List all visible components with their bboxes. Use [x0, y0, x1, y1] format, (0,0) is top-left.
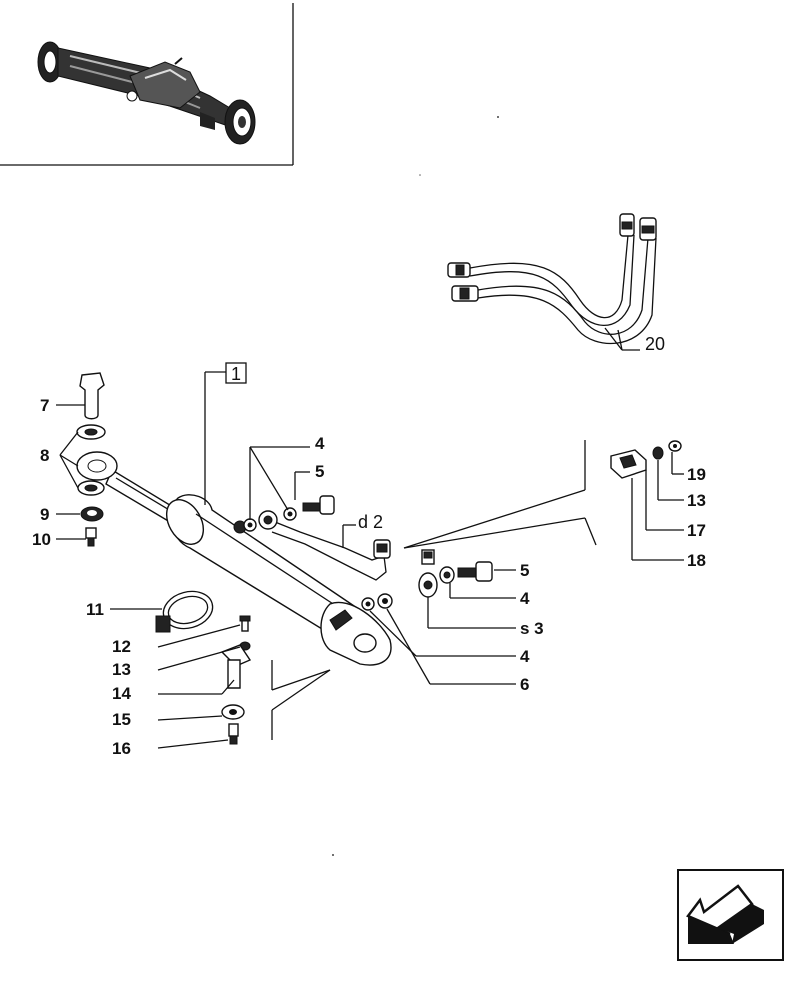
callout-4-right: 4	[520, 589, 530, 608]
callout-7: 7	[40, 396, 49, 415]
callout-16: 16	[112, 739, 131, 758]
callout-5-right: 5	[520, 561, 529, 580]
callout-10: 10	[32, 530, 51, 549]
callout-14: 14	[112, 684, 131, 703]
callout-d2: d 2	[358, 512, 383, 532]
sensor-bracket-parts: 19 13 17 18	[403, 440, 706, 570]
callout-5-top: 5	[315, 462, 324, 481]
callout-12: 12	[112, 637, 131, 656]
callout-15: 15	[112, 710, 131, 729]
callout-4-lower: 4	[520, 647, 530, 666]
arrow-down-left-icon[interactable]	[677, 869, 784, 961]
callout-8: 8	[40, 446, 49, 465]
banjo-fitting-parts: 5 4 s 3 4 6	[361, 549, 544, 694]
callout-20: 20	[645, 334, 665, 354]
callout-4-top: 4	[315, 434, 325, 453]
rod-end-parts: 7 8 9 10	[32, 372, 106, 549]
callout-18: 18	[687, 551, 706, 570]
bracket-parts: 12 13 14 15 16	[112, 615, 331, 758]
callout-s3: s 3	[520, 619, 544, 638]
callout-19: 19	[687, 465, 706, 484]
callout-13-right: 13	[687, 491, 706, 510]
rigid-pipe: d 2	[258, 510, 391, 581]
callout-11: 11	[86, 600, 104, 619]
callout-17: 17	[687, 521, 706, 540]
hose-clamp: 11	[86, 590, 214, 633]
callout-9: 9	[40, 505, 49, 524]
axle-assembly-icon	[37, 41, 256, 145]
callout-6: 6	[520, 675, 529, 694]
callout-13-left: 13	[112, 660, 131, 679]
axle-thumbnail	[0, 3, 294, 166]
steering-cylinder: 1	[76, 362, 392, 666]
callout-1: 1	[231, 364, 241, 384]
upper-fasteners: 4 5	[233, 434, 335, 534]
hydraulic-hoses: 20	[447, 213, 665, 354]
